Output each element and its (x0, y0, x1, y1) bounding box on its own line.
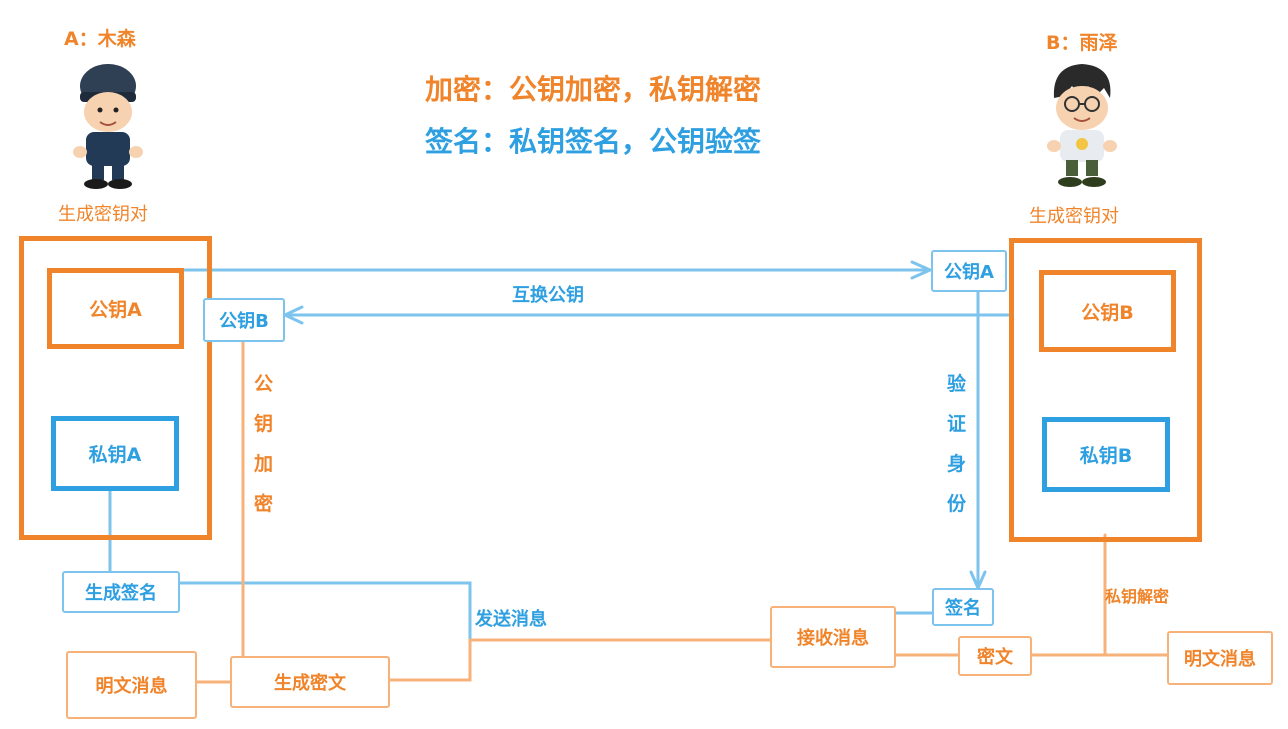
ciphertext-node: 密文 (958, 636, 1032, 676)
receive-message-label: 接收消息 (797, 628, 869, 649)
person-b-caption: 生成密钥对 (1029, 206, 1119, 227)
vertical-char: 加 (254, 453, 274, 475)
arrow-head-to-a (281, 305, 304, 325)
generate-signature-label: 生成签名 (85, 583, 157, 604)
private-key-a-label: 私钥A (88, 444, 142, 466)
generate-ciphertext-node: 生成密文 (230, 656, 390, 708)
generate-ciphertext-label: 生成密文 (274, 673, 346, 694)
key-pair-a-container (19, 236, 212, 540)
boy-glasses-avatar-icon (1047, 64, 1117, 187)
signature-node: 签名 (932, 588, 994, 626)
plaintext-b-node: 明文消息 (1167, 631, 1273, 685)
generate-signature-node: 生成签名 (62, 571, 180, 613)
received-public-key-a: 公钥A (931, 250, 1007, 292)
person-a-caption: 生成密钥对 (58, 204, 148, 225)
boy-cap-avatar-icon (73, 64, 143, 189)
person-a-title: A：木森 (64, 28, 136, 50)
private-key-a-box: 私钥A (51, 416, 179, 491)
send-message-label: 发送消息 (475, 609, 547, 630)
public-key-a-label: 公钥A (89, 299, 142, 321)
signature-rule-heading: 签名：私钥签名，公钥验签 (425, 125, 762, 158)
signature-label: 签名 (945, 598, 981, 619)
vertical-char: 验 (947, 373, 967, 395)
vertical-char: 份 (947, 493, 967, 515)
verify-identity-label: 验 证 身 份 (947, 364, 966, 524)
exchange-keys-label: 互换公钥 (512, 285, 584, 306)
vertical-char: 密 (254, 493, 274, 515)
vertical-char: 公 (254, 373, 274, 395)
vertical-char: 身 (947, 453, 967, 475)
received-public-key-b-label: 公钥B (219, 311, 269, 332)
receive-message-node: 接收消息 (770, 606, 896, 668)
key-pair-b-container (1009, 238, 1202, 542)
vertical-char: 证 (947, 413, 967, 435)
public-key-a-box: 公钥A (47, 268, 184, 349)
arrow-head-to-b (910, 260, 934, 280)
vertical-char: 钥 (254, 413, 274, 435)
public-key-encrypt-label: 公 钥 加 密 (254, 364, 273, 524)
plaintext-a-node: 明文消息 (66, 651, 197, 719)
private-key-b-box: 私钥B (1042, 417, 1170, 492)
line-cipher-send (388, 638, 472, 682)
private-key-b-label: 私钥B (1079, 445, 1133, 467)
private-key-decrypt-label: 私钥解密 (1105, 587, 1170, 606)
plaintext-a-label: 明文消息 (95, 676, 168, 697)
plaintext-b-label: 明文消息 (1184, 649, 1256, 670)
encryption-rule-heading: 加密：公钥加密，私钥解密 (425, 73, 762, 106)
received-public-key-a-label: 公钥A (944, 262, 994, 283)
person-b-title: B：雨泽 (1046, 32, 1118, 54)
ciphertext-label: 密文 (977, 647, 1013, 668)
line-sign-send (178, 581, 472, 642)
received-public-key-b: 公钥B (203, 298, 285, 342)
public-key-b-box: 公钥B (1039, 270, 1176, 352)
public-key-b-label: 公钥B (1081, 301, 1134, 324)
